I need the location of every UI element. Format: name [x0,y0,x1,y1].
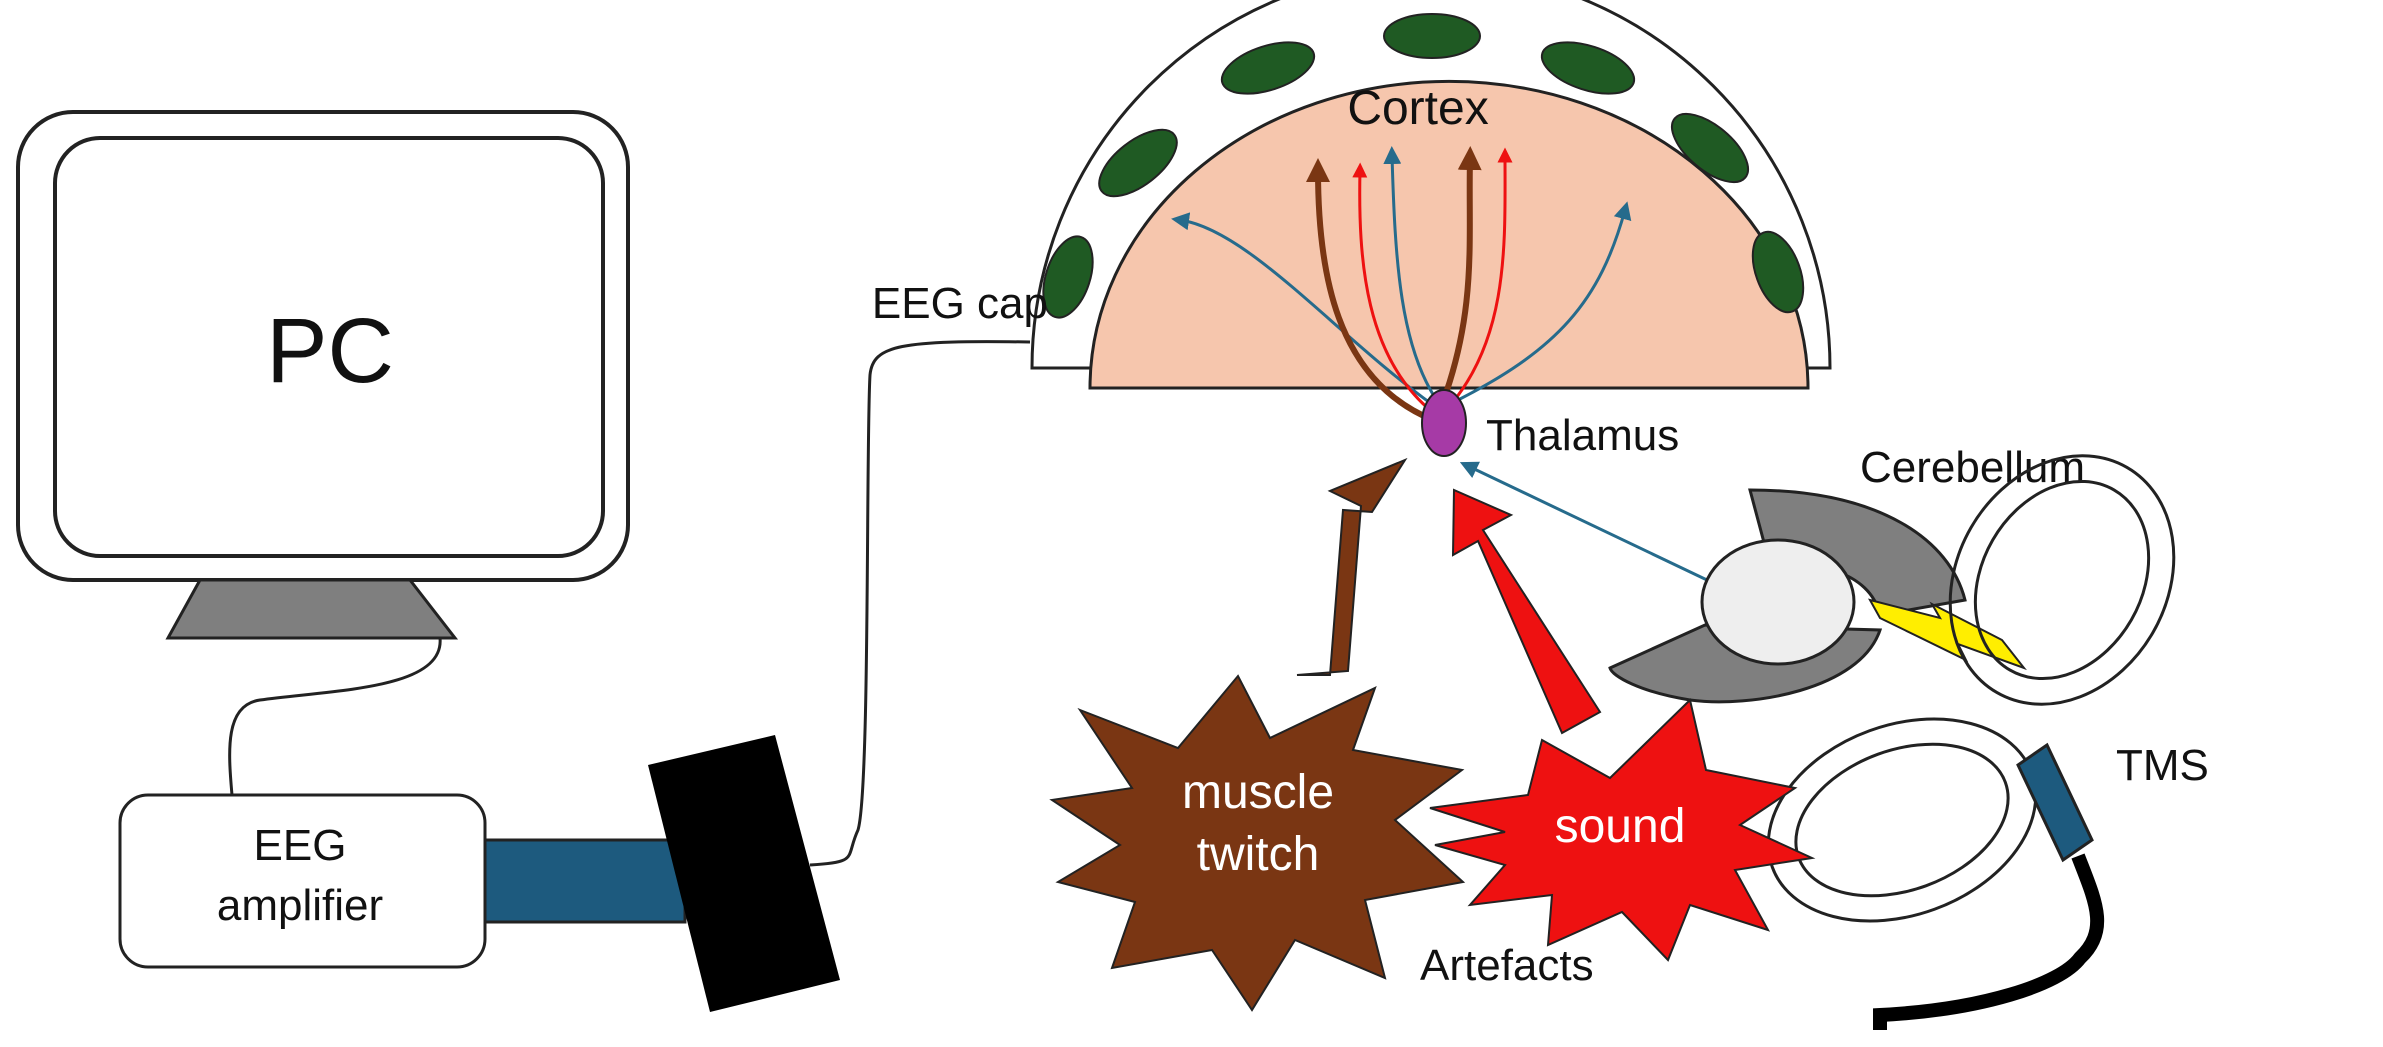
sound-label: sound [1555,800,1686,853]
monitor-stand [165,578,459,640]
figure-eight-coil-icon [1766,454,2176,1030]
pc-label: PC [266,300,394,402]
lightning-bolt-icon [1867,598,2027,671]
electrode [1098,128,1178,198]
amplifier-label-line1: EEG [254,821,347,870]
muscle-twitch-line2: twitch [1197,828,1320,881]
muscle-twitch-starburst [1049,674,1466,1012]
electrode [1751,230,1805,314]
tms-label: TMS [2116,741,2209,790]
data-cable [483,838,687,924]
electrode [1220,41,1316,95]
cerebellar-pathway-arrow [1459,461,1708,582]
coil-handle [2016,742,2094,863]
connector-block [648,735,840,1012]
projection-arrow [1306,158,1435,423]
thalamus-node [1421,389,1467,457]
artefacts-label: Artefacts [1420,941,1594,990]
cerebellum-label: Cerebellum [1860,443,2085,492]
electrode [1383,13,1481,59]
sound-artefact-arrow [1451,488,1602,735]
electrode [1671,112,1749,184]
cerebellar-nucleus [1700,538,1856,666]
muscle-artefact-arrow [1296,457,1408,676]
cortical-projections [1171,146,1632,423]
electrode [1042,235,1094,319]
projection-arrow [1352,162,1437,417]
electrode [1540,41,1636,95]
projection-arrow [1447,201,1632,407]
amplifier-label-line2: amplifier [217,881,383,930]
sound-starburst [1429,698,1816,962]
projection-arrow [1444,147,1513,412]
projection-arrow [1171,212,1441,412]
coil-cable [1873,853,2105,1030]
monitor-icon [16,110,630,640]
cortex-label: Cortex [1347,82,1488,135]
muscle-twitch-line1: muscle [1182,766,1334,819]
projection-arrow [1437,146,1482,412]
eeg-cap-label: EEG cap [872,279,1048,328]
monitor-cable [228,637,442,796]
electrodes [1042,13,1805,319]
cerebellum-shape [1608,488,1967,704]
thalamus-label: Thalamus [1486,411,1679,460]
projection-arrow [1383,146,1442,406]
cap-wire [809,340,1031,867]
